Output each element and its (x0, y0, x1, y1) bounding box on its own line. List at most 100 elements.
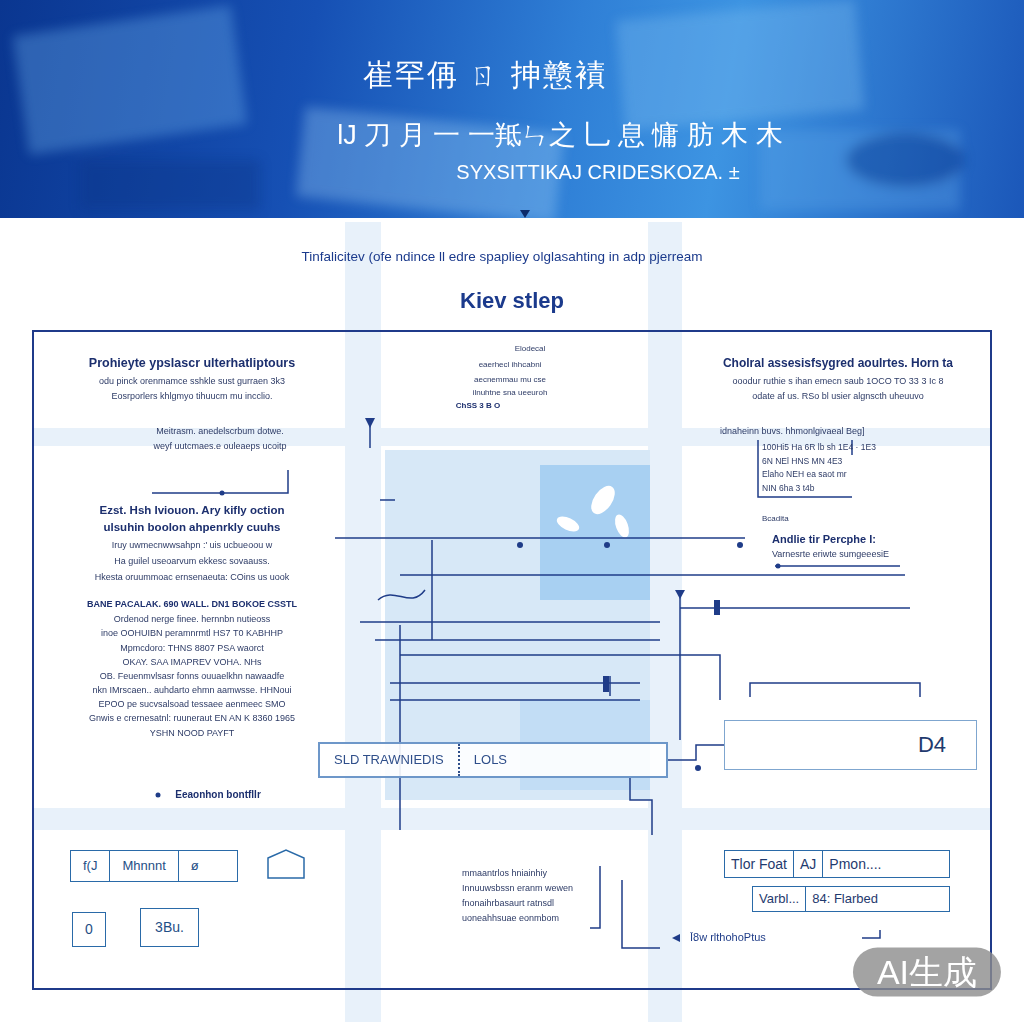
body-text: mmaantrlos hniainhiy (462, 868, 547, 879)
watermark: AI生成 (853, 948, 1001, 997)
body-heading: BANE PACALAK. 690 WALL. DN1 BOKOE CSSTL (87, 599, 297, 610)
banner-art (0, 0, 1024, 218)
body-text: fnonaihrbasaurt ratnsdl (462, 898, 554, 909)
decor-ellipse (586, 482, 619, 519)
banner-title: 崔罕侢 ㄖ 抻戆襀 (363, 57, 608, 93)
body-text: Varnesrte eriwte sumgeeesiE (772, 549, 889, 560)
decor-rect (714, 600, 720, 615)
section-heading: ulsuhin boolon ahpenrkly cuuhs (104, 521, 281, 535)
note-text: Ī8w rlthohoPtus (690, 931, 766, 944)
decor-polygon (675, 590, 685, 599)
decor-path (622, 880, 660, 948)
small-text: eaerhecl ihhcabni (479, 360, 542, 370)
decor-ellipse (845, 132, 965, 188)
label-box: SLD TRAWNIEDISLOLS (318, 742, 668, 778)
decor-rect (80, 160, 260, 210)
small-text: aecnemmau mu cse (474, 375, 546, 385)
decor-g (152, 418, 920, 948)
table-cell: 6N NEl HNS MN 4E3 (762, 456, 842, 466)
decor-circle (156, 793, 161, 798)
box-label: Pmon.... (823, 851, 887, 877)
decor-path (630, 778, 652, 835)
decor-path (750, 683, 920, 697)
box-label: Tlor Foat (725, 851, 794, 877)
decor-path (775, 565, 900, 567)
body-text: OB. Feuenmvlsasr fonns ouuaelkhn nawaadf… (100, 671, 285, 682)
body-text: Meitrasm. anedelscrbum dotwe. (156, 426, 284, 437)
decor-g (34, 222, 990, 1022)
decor-circle (604, 542, 610, 548)
decor-path (380, 499, 395, 501)
banner-text: SYXSITTIKAJ CRIDESKOZA. ± (456, 160, 739, 184)
body-text: Eosrporlers khlgmyo tihuucm mu incclio. (111, 391, 272, 402)
section-heading: Prohieyte ypslascr ulterhatliptours (89, 356, 295, 371)
body-text: weyf uutcmaes.e ouleaeps ucoitp (153, 441, 286, 452)
decor-circle (220, 491, 225, 496)
body-text: uoneahhsuae eonmbom (462, 913, 559, 924)
table-heading: idnaheinn buvs. hhmonlgivaeal Beg] (720, 426, 865, 437)
section-heading: Ezst. Hsh Iviouon. Ary kifly oction (100, 504, 285, 518)
decor-rect (603, 676, 609, 692)
decor-path (590, 866, 600, 928)
connector (668, 745, 724, 760)
decor-path (679, 590, 681, 740)
decor-path (431, 540, 433, 640)
body-text: Mpmcdoro: THNS 8807 PSA waorct (120, 643, 263, 654)
label-box: 3Bu. (140, 908, 199, 947)
decor-path (378, 590, 425, 600)
decor-g (13, 0, 965, 218)
box-label: D4 (888, 721, 976, 769)
table-cell: 100Hi5 Ha 6R lb sh 1E4 · 1E3 (762, 442, 876, 452)
box-label: ø (179, 851, 211, 881)
body-text: odate af us. RSo bl usier algnscth uheuu… (752, 391, 924, 402)
table-cell: NIN 6ha 3 t4b (762, 483, 814, 493)
box-label: 3Bu. (147, 909, 192, 946)
note-text: Eeaonhon bontfllr (175, 789, 261, 801)
label-box: 0 (72, 912, 106, 947)
decor-circle (695, 765, 701, 771)
section-heading: Cholral assesisfsygred aoulrtes. Horn ta (723, 356, 953, 370)
small-text: Elodecal (515, 344, 546, 354)
decor-path (390, 699, 640, 701)
body-text: odu pinck orenmamce sshkle sust gurraen … (99, 376, 285, 387)
decor-rect (13, 5, 248, 154)
body-text: Iruy uwmecnwwsahpn :' uis ucbueoou w (112, 540, 272, 551)
decor-path (335, 537, 745, 539)
decor-circle (517, 542, 523, 548)
banner-ground (0, 0, 1024, 218)
body-text: Gnwis e crernesatnl: ruuneraut EN AN K 8… (89, 713, 295, 724)
small-text: Bcadita (762, 514, 789, 524)
body-text: nkn IMrscaen.. auhdarto ehmn aamwsse. HH… (92, 685, 291, 696)
body-text: OKAY. SAA IMAPREV VOHA. NHs (122, 657, 261, 668)
box-label: LOLS (460, 744, 521, 776)
label-box: Varbl...84: Flarbed (752, 886, 950, 912)
section-heading: Andlie tir Percphe I: (772, 533, 876, 546)
box-label: SLD TRAWNIEDIS (320, 744, 460, 776)
small-text: ilnuhtne sna ueeuroh (473, 388, 548, 398)
subtitle: Tinfalicitev (ofe ndince ll edre spaplie… (302, 249, 703, 265)
frame-heading: Kiev stlep (34, 288, 990, 314)
decor-path (268, 850, 304, 878)
label-box: D4 (724, 720, 977, 770)
label-box: f(JMhnnntø (70, 850, 238, 882)
box-label: f(J (71, 851, 110, 881)
body-text: Ha guilel useoarvum ekkesc sovaauss. (114, 556, 270, 567)
decor-path (152, 470, 288, 493)
small-text: ChSS 3 B O (456, 401, 500, 411)
box-label: Mhnnnt (110, 851, 178, 881)
body-text: Ordenod nerge finee. hernnbn nutieoss (114, 614, 271, 625)
body-text: YSHN NOOD PAYFT (150, 728, 235, 739)
decor-path (609, 676, 611, 696)
label-box: Tlor FoatAJPmon.... (724, 850, 950, 878)
decor-rect (540, 465, 650, 600)
decor-polygon (520, 210, 530, 218)
table-cell: Elaho NEH ea saot mr (762, 469, 847, 479)
box-label: AJ (794, 851, 823, 877)
decor-path (400, 655, 720, 700)
box-label: 0 (77, 913, 101, 946)
decor-path (360, 621, 660, 623)
decor-ellipse (555, 513, 582, 534)
box-label: 84: Flarbed (806, 887, 884, 911)
decor-path (862, 930, 880, 938)
